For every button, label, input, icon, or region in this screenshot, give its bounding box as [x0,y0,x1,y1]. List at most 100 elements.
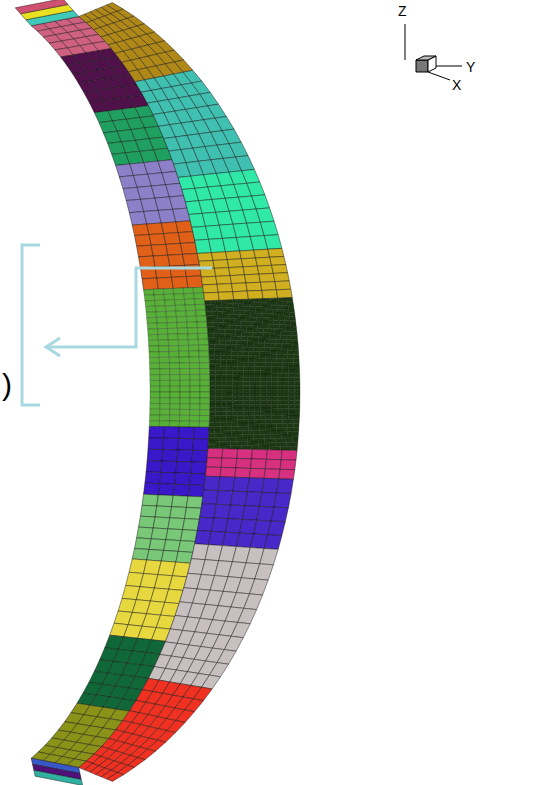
mesh-cell [224,322,230,326]
mesh-cell [276,435,282,439]
mesh-cell [220,356,226,360]
mesh-cell [233,477,250,492]
mesh-cell [160,392,170,398]
mesh-cell [205,301,211,305]
mesh-cell [255,408,261,412]
mesh-cell [177,328,188,334]
mesh-cell [221,415,227,419]
mesh-cell [262,290,278,299]
mesh-cell [214,434,220,438]
mesh-cell [149,426,165,438]
mesh-cell [252,329,258,333]
mesh-cell [160,386,170,392]
mesh-cell [160,380,170,386]
mesh-cell [222,129,241,144]
mesh-cell [258,332,264,336]
mesh-cell [183,519,200,531]
mesh-cell [158,334,168,340]
mesh-cell [273,321,279,325]
mesh-cell [294,401,300,405]
mesh-cell [249,367,255,371]
mesh-cell [205,467,221,477]
mesh-cell [244,385,250,389]
mesh-cell [157,317,167,323]
mesh-cell [230,333,236,337]
mesh-cell [253,434,259,438]
mesh-cell [288,427,294,431]
mesh-cell [257,325,263,329]
mesh-cell [234,314,240,318]
mesh-cell [211,311,217,315]
mesh-cell [271,416,277,420]
mesh-cell [235,329,241,333]
mesh-cell [153,255,170,267]
mesh-cell [197,253,213,262]
mesh-cell [256,310,262,314]
mesh-cell [269,446,275,450]
mesh-cell [289,381,295,385]
mesh-cell [170,392,180,398]
mesh-cell [231,491,248,506]
mesh-cell [265,427,271,431]
mesh-cell [151,244,168,256]
mesh-cell [243,419,249,423]
axis-label: X [452,78,461,92]
mesh-cell [188,339,198,345]
mesh-cell [137,245,154,257]
mesh-cell [168,340,178,346]
mesh-cell [200,369,210,375]
mesh-cell [190,392,200,398]
mesh-cell [271,412,277,416]
mesh-cell [237,348,243,352]
mesh-cell [271,362,277,366]
mesh-cell [206,458,222,468]
mesh-cell [289,385,295,389]
mesh-cell [209,437,215,441]
mesh-cell [294,416,300,420]
mesh-cell [249,393,255,397]
mesh-cell [181,243,198,255]
mesh-cell [180,386,190,392]
mesh-cell [244,389,250,393]
mesh-cell [155,506,172,518]
mesh-cell [270,298,276,302]
mesh-cell [160,398,170,404]
mesh-cell [267,313,273,317]
mesh-cell [219,333,225,337]
mesh-cell [15,0,68,14]
mesh-cell [254,348,260,352]
mesh-cell [158,340,168,346]
mesh-cell [197,517,214,531]
mesh-cell [209,434,215,438]
mesh-cell [209,348,215,352]
mesh-cell [140,505,156,517]
mesh-cell [265,347,271,351]
mesh-cell [244,400,250,404]
mesh-cell [271,507,288,522]
mesh-cell [264,235,282,250]
mesh-cell [237,434,243,438]
mesh-cell [185,265,202,277]
mesh-cell [226,415,232,419]
mesh-cell [210,378,216,382]
mesh-cell [270,256,286,265]
mesh-cell [169,421,179,427]
mesh-cell [242,348,248,352]
mesh-cell [153,289,164,295]
mesh-cell [227,370,233,374]
mesh-cell [255,366,261,370]
mesh-cell [242,169,260,183]
mesh-cell [259,438,265,442]
mesh-cell [221,363,227,367]
mesh-cell [160,409,170,415]
mesh-cell [244,307,250,311]
mesh-cell [227,404,233,408]
mesh-cell [232,419,238,423]
mesh-cell [178,438,194,450]
mesh-cell [228,505,245,520]
mesh-cell [229,318,235,322]
mesh-cell [201,276,217,285]
mesh-cell [272,404,278,408]
mesh-cell [200,410,210,416]
mesh-cell [264,535,282,550]
